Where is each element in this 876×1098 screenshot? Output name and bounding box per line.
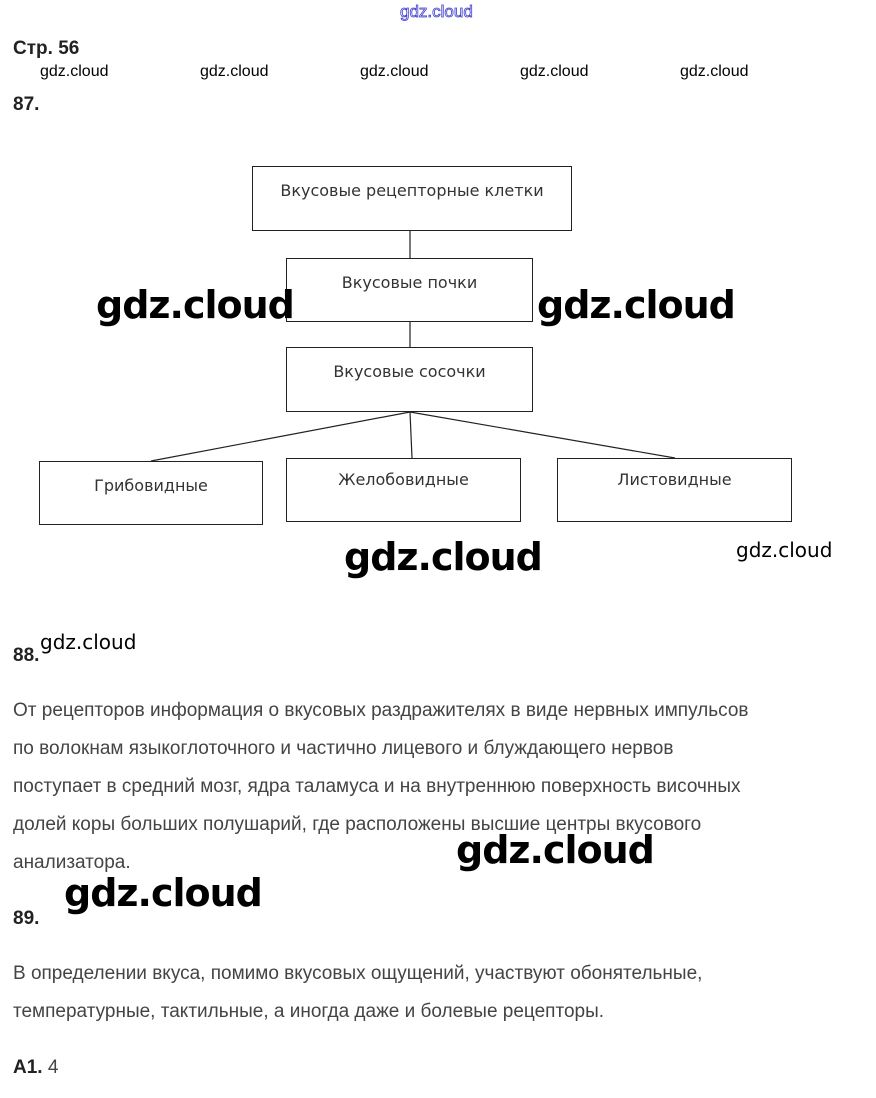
- watermark-top: gdz.cloud: [400, 2, 474, 22]
- task-89-text: В определении вкуса, помимо вкусовых ощу…: [13, 955, 702, 1031]
- diagram-box-circumvallate: Желобовидные: [286, 458, 521, 522]
- text-line: От рецепторов информация о вкусовых разд…: [13, 700, 749, 721]
- diagram-box-foliate: Листовидные: [557, 458, 792, 522]
- watermark: gdz.cloud: [40, 630, 137, 654]
- text-line: В определении вкуса, помимо вкусовых ощу…: [13, 963, 703, 984]
- task-88-text: От рецепторов информация о вкусовых разд…: [13, 692, 749, 882]
- watermark: gdz.cloud: [537, 283, 736, 327]
- diagram-box-root: Вкусовые рецепторные клетки: [252, 166, 572, 231]
- text-line: по волокнам языкоглоточного и частично л…: [13, 738, 674, 759]
- task-87-number: 87.: [13, 94, 40, 115]
- watermark: gdz.cloud: [96, 283, 295, 327]
- watermark: gdz.cloud: [344, 535, 543, 579]
- page-label: Стр. 56: [13, 38, 80, 59]
- watermark: gdz.cloud: [680, 63, 749, 80]
- diagram-box-papillae: Вкусовые сосочки: [286, 347, 533, 412]
- text-line: долей коры больших полушарий, где распол…: [13, 814, 702, 835]
- a1-value: 4: [47, 1057, 59, 1078]
- text-line: поступает в средний мозг, ядра таламуса …: [13, 776, 741, 797]
- watermark: gdz.cloud: [456, 828, 655, 872]
- connector: [409, 411, 413, 459]
- watermark: gdz.cloud: [64, 871, 263, 915]
- connector: [409, 411, 676, 459]
- watermark: gdz.cloud: [40, 63, 109, 80]
- watermark: gdz.cloud: [520, 63, 589, 80]
- task-89-number: 89.: [13, 908, 40, 929]
- watermark: gdz.cloud: [360, 63, 429, 80]
- diagram-box-fungiform: Грибовидные: [39, 461, 263, 525]
- diagram-box-taste-buds: Вкусовые почки: [286, 258, 533, 322]
- task-88-number: 88.: [13, 645, 40, 666]
- a1-label: А1.: [13, 1057, 43, 1078]
- text-line: анализатора.: [13, 852, 131, 873]
- watermark: gdz.cloud: [736, 538, 833, 562]
- connector: [150, 411, 411, 462]
- a1-answer: А1. 4: [13, 1057, 58, 1079]
- text-line: температурные, тактильные, а иногда даже…: [13, 1001, 605, 1022]
- watermark: gdz.cloud: [200, 63, 269, 80]
